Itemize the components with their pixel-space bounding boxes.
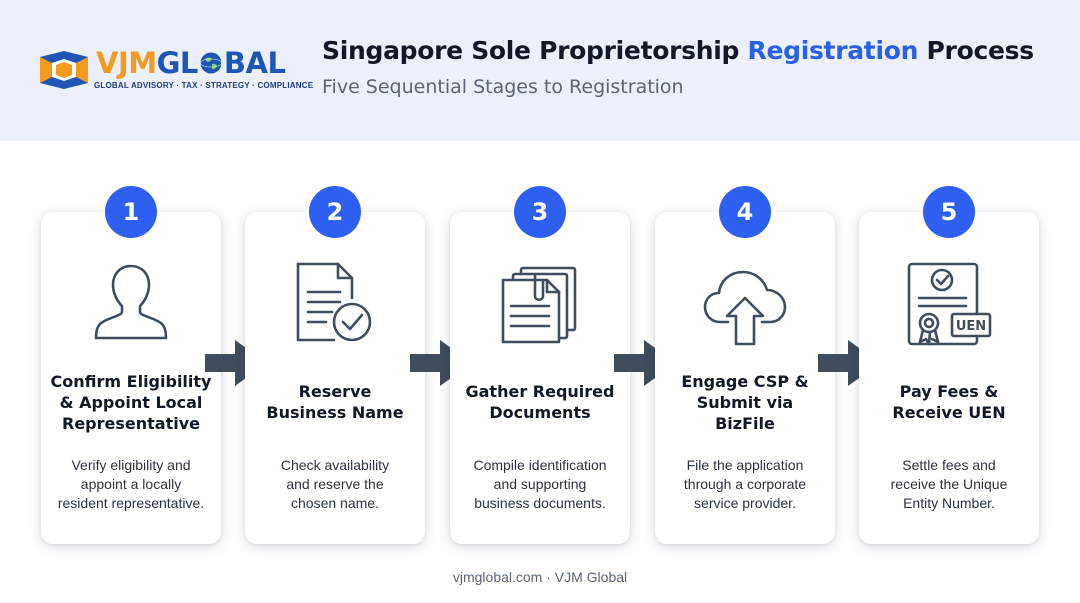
arrow-right-icon <box>614 340 676 386</box>
title-highlight: Registration <box>747 36 919 65</box>
step-number-badge: 3 <box>514 186 566 238</box>
page-subtitle: Five Sequential Stages to Registration <box>322 76 684 98</box>
step-card-5: 5 UEN Pay Fees &Receive UEN Settle fees … <box>859 186 1039 544</box>
stacked-documents-icon <box>495 258 585 348</box>
document-check-icon <box>290 258 380 348</box>
step-number-badge: 5 <box>923 186 975 238</box>
certificate-uen-icon: UEN <box>904 258 994 348</box>
step-title: Pay Fees &Receive UEN <box>892 382 1006 422</box>
arrow-right-icon <box>410 340 472 386</box>
step-number-badge: 4 <box>719 186 771 238</box>
page-title: Singapore Sole Proprietorship Registrati… <box>322 36 1034 65</box>
step-number-badge: 2 <box>309 186 361 238</box>
step-number-badge: 1 <box>105 186 157 238</box>
svg-text:UEN: UEN <box>956 319 986 334</box>
logo-mark-icon <box>40 51 88 89</box>
person-icon <box>86 258 176 348</box>
logo-tagline: GLOBAL ADVISORY · TAX · STRATEGY · COMPL… <box>94 81 314 90</box>
arrow-right-icon <box>818 340 880 386</box>
footer-text: vjmglobal.com · VJM Global <box>452 569 628 585</box>
globe-icon <box>199 52 222 74</box>
cloud-upload-icon <box>700 258 790 348</box>
arrow-right-icon <box>205 340 267 386</box>
